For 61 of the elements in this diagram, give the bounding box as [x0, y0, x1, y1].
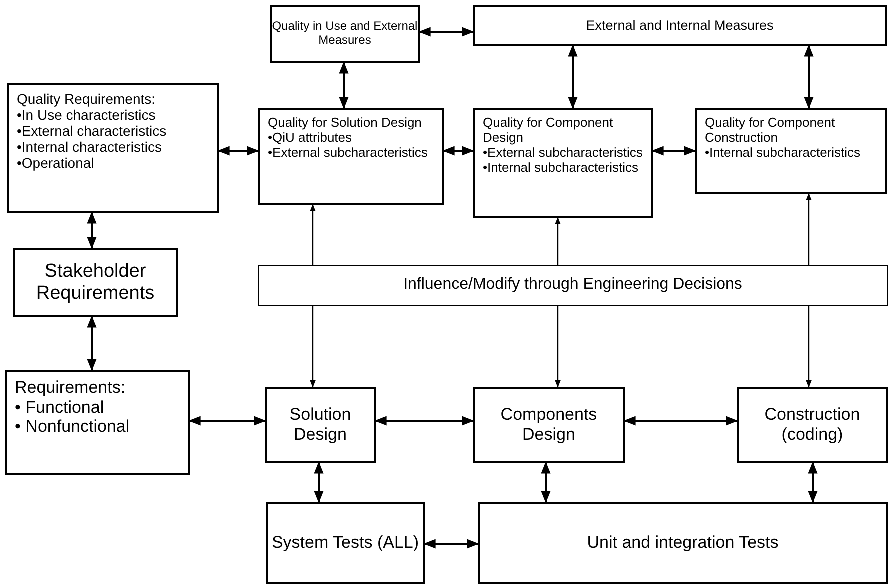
bullet-item: •External characteristics — [17, 123, 167, 140]
test-box — [266, 502, 425, 584]
test-box — [478, 502, 888, 584]
bullet-item: •Internal subcharacteristics — [705, 146, 861, 161]
process-box — [737, 387, 888, 463]
bullet-item: • Nonfunctional — [15, 417, 130, 437]
box-heading: Requirements: — [15, 378, 126, 398]
arrow — [808, 462, 818, 504]
quality-box — [473, 108, 653, 218]
bullet-item: •In Use characteristics — [17, 107, 156, 124]
arrow — [555, 217, 561, 265]
measures-box — [270, 5, 420, 63]
arrow — [310, 306, 316, 388]
arrow — [314, 462, 324, 504]
arrow — [541, 462, 551, 504]
quality-box — [695, 108, 887, 194]
process-box — [473, 387, 625, 463]
arrow — [624, 416, 738, 426]
bullet-item: •External subcharacteristics — [483, 146, 643, 161]
bullet-item: •Operational — [17, 155, 94, 172]
arrow — [806, 306, 812, 388]
arrow — [87, 212, 97, 250]
arrow — [806, 193, 812, 265]
process-box — [265, 387, 376, 463]
arrow — [87, 316, 97, 372]
arrow — [339, 62, 349, 110]
arrow — [374, 416, 474, 426]
arrow — [555, 306, 561, 388]
requirements-box — [7, 83, 219, 213]
bullet-item: • Functional — [15, 398, 104, 418]
box-heading: Components Design — [500, 405, 598, 445]
box-heading: Stakeholder Requirements — [35, 260, 156, 304]
box-heading: Quality Requirements: — [17, 91, 156, 108]
quality-box — [258, 108, 444, 205]
decision-band — [258, 265, 888, 306]
box-heading: Construction (coding) — [764, 405, 862, 445]
arrow — [418, 27, 474, 37]
box-heading: Quality in Use and External Measures — [272, 20, 418, 48]
arrow — [804, 44, 814, 110]
box-heading: Unit and integration Tests — [587, 533, 779, 553]
arrow — [568, 44, 578, 110]
arrow — [218, 146, 260, 156]
arrow — [424, 539, 480, 549]
box-heading: Quality for Component Construction — [705, 116, 836, 146]
arrow — [310, 204, 316, 265]
box-heading: Influence/Modify through Engineering Decisions — [404, 276, 742, 295]
bullet-item: •Internal characteristics — [17, 139, 162, 156]
box-heading: Quality for Component Design — [483, 116, 614, 146]
requirements-box — [13, 248, 178, 317]
box-heading: External and Internal Measures — [586, 18, 774, 34]
measures-box — [473, 5, 887, 46]
arrow — [442, 146, 474, 156]
bullet-item: •Internal subcharacteristics — [483, 160, 639, 176]
box-heading: System Tests (ALL) — [272, 533, 420, 553]
requirements-box — [5, 370, 190, 475]
arrow — [188, 416, 266, 426]
bullet-item: •QiU attributes — [268, 130, 352, 146]
box-heading: Solution Design — [288, 405, 352, 445]
bullet-item: •External subcharacteristics — [268, 146, 428, 161]
box-heading: Quality for Solution Design — [268, 116, 422, 131]
arrow — [652, 146, 696, 156]
